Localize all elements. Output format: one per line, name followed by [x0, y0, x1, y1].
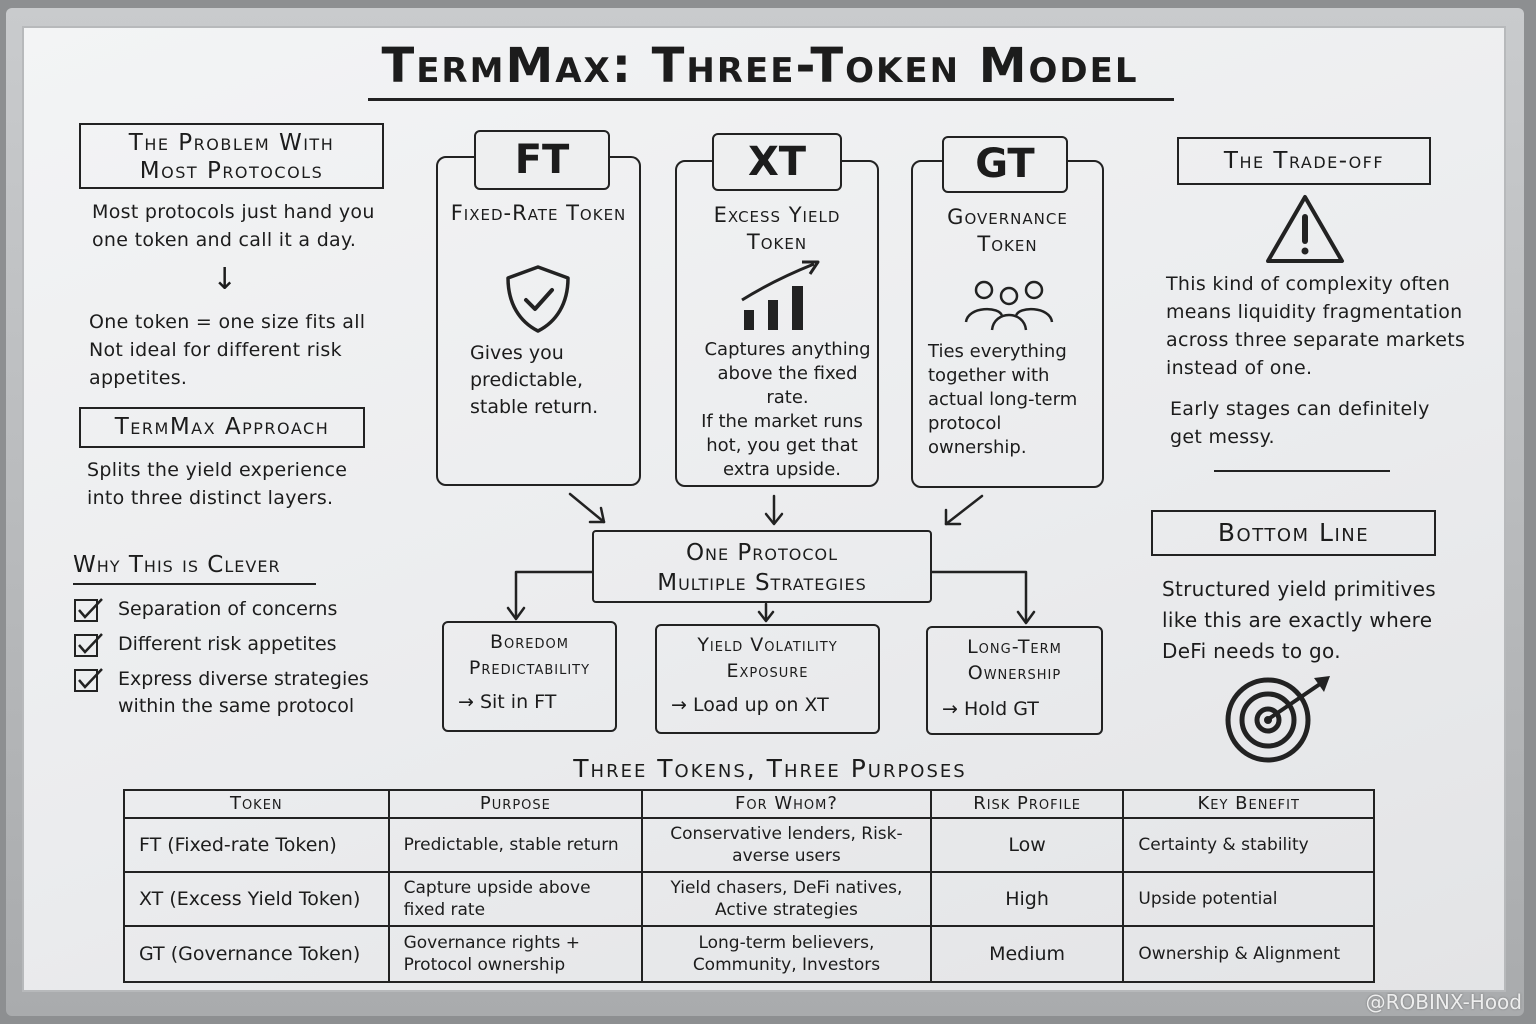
- clever-item-label: Different risk appetites: [118, 633, 337, 655]
- xt-desc: Captures anything above the fixed rate.: [704, 339, 871, 408]
- table-cell: Long-term believers, Community, Investor…: [641, 925, 932, 983]
- problem-text-2: One token = one size fits all Not ideal …: [89, 311, 366, 389]
- clever-item-label: Separation of concerns: [118, 598, 338, 620]
- token-table: Token Purpose For Whom? Risk Profile Key…: [123, 789, 1375, 983]
- strategy-title-2: Exposure: [726, 660, 809, 682]
- strategy-action: → Sit in FT: [458, 691, 557, 713]
- watermark: @ROBINX-Hood: [1365, 990, 1522, 1014]
- table-cell: Certainty & stability: [1122, 817, 1375, 873]
- table-cell: Governance rights + Protocol ownership: [387, 925, 644, 983]
- xt-tag: XT: [712, 133, 842, 191]
- table-cell: High: [929, 871, 1125, 927]
- flow-connectors: [506, 492, 1036, 625]
- gt-desc: Ties everything together with actual lon…: [928, 341, 1078, 458]
- clever-heading: Why This is Clever: [73, 552, 281, 578]
- ft-title: Fixed-Rate Token: [450, 201, 627, 225]
- table-cell: GT (Governance Token): [123, 925, 390, 983]
- checkbox-icon: [74, 598, 103, 622]
- header-for-whom: For Whom?: [641, 789, 932, 819]
- arrow-gt-to-center: [944, 494, 984, 526]
- table-cell: Medium: [929, 925, 1125, 983]
- table-header-row: Token Purpose For Whom? Risk Profile Key…: [123, 789, 1375, 819]
- table-cell: FT (Fixed-rate Token): [123, 817, 390, 873]
- checkbox-icon: [74, 668, 103, 692]
- strategy-action: → Hold GT: [942, 698, 1039, 720]
- header-purpose: Purpose: [387, 789, 644, 819]
- down-arrow-icon: ↓: [212, 262, 238, 297]
- checkbox-icon: [74, 633, 103, 657]
- table-cell: Yield chasers, DeFi natives, Active stra…: [641, 871, 932, 927]
- center-strategy-box: One Protocol Multiple Strategies: [592, 530, 932, 603]
- list-item: Different risk appetites: [74, 631, 384, 658]
- strategy-title: Long-Term: [967, 636, 1062, 658]
- gt-title: Governance Token: [947, 205, 1068, 256]
- table-cell: XT (Excess Yield Token): [123, 871, 390, 927]
- strategy-title-2: Ownership: [967, 662, 1062, 684]
- table-cell: Predictable, stable return: [387, 817, 644, 873]
- warning-triangle-icon: [1266, 195, 1344, 263]
- line-to-boredom: [514, 570, 594, 620]
- people-group-icon: [964, 280, 1054, 331]
- problem-heading-line2: Most Protocols: [139, 158, 324, 184]
- tradeoff-divider: [1214, 470, 1390, 472]
- title-underline: [368, 98, 1174, 101]
- strategy-boredom: Boredom Predictability → Sit in FT: [442, 621, 617, 732]
- center-line1: One Protocol: [685, 540, 839, 566]
- header-risk-profile: Risk Profile: [929, 789, 1125, 819]
- target-dart-icon: [1225, 676, 1330, 763]
- xt-title: Excess Yield Token: [713, 203, 841, 254]
- center-line2: Multiple Strategies: [657, 570, 867, 596]
- header-key-benefit: Key Benefit: [1122, 789, 1375, 819]
- list-item: Separation of concerns: [74, 596, 384, 623]
- tradeoff-heading: The Trade-off: [1177, 137, 1431, 185]
- approach-heading: TermMax Approach: [79, 407, 365, 448]
- clever-item-label: Express diverse strategies within the sa…: [118, 668, 369, 717]
- ft-desc: Gives you predictable, stable return.: [470, 342, 599, 418]
- table-cell: Ownership & Alignment: [1122, 925, 1375, 983]
- line-to-ownership: [930, 570, 1028, 624]
- problem-text: Most protocols just hand you one token a…: [92, 201, 375, 251]
- strategy-title-2: Predictability: [468, 657, 591, 679]
- clever-list: Separation of concerns Different risk ap…: [74, 596, 384, 728]
- arrow-ft-to-center: [568, 492, 606, 524]
- shield-check-icon: [506, 265, 570, 333]
- table-cell: Upside potential: [1122, 871, 1375, 927]
- table-row: GT (Governance Token) Governance rights …: [123, 925, 1375, 983]
- strategy-ownership: Long-Term Ownership → Hold GT: [926, 626, 1103, 735]
- table-cell: Conservative lenders, Risk-averse users: [641, 817, 932, 873]
- strategy-title: Boredom: [490, 631, 569, 653]
- bottom-line-text: Structured yield primitives like this ar…: [1162, 577, 1436, 663]
- strategy-title: Yield Volatility: [697, 634, 838, 656]
- bottom-line-heading: Bottom Line: [1151, 510, 1436, 556]
- strategy-action: → Load up on XT: [671, 694, 829, 716]
- table-title: Three Tokens, Three Purposes: [573, 754, 967, 783]
- table-cell: Low: [929, 817, 1125, 873]
- strategy-volatility: Yield Volatility Exposure → Load up on X…: [655, 624, 880, 734]
- clever-underline: [73, 583, 316, 585]
- page-title: TermMax: Three-Token Model: [381, 38, 1139, 94]
- gt-tag: GT: [942, 136, 1068, 193]
- problem-heading-line1: The Problem With: [128, 130, 335, 156]
- problem-heading: The Problem With Most Protocols: [79, 123, 384, 189]
- table-cell: Capture upside above fixed rate: [387, 871, 644, 927]
- tradeoff-text: This kind of complexity often means liqu…: [1166, 273, 1466, 379]
- tradeoff-text-2: Early stages can definitely get messy.: [1170, 398, 1430, 448]
- ft-tag: FT: [474, 130, 610, 190]
- list-item: Express diverse strategies within the sa…: [74, 666, 384, 720]
- bar-chart-up-icon: [741, 260, 820, 330]
- xt-desc-2: If the market runs hot, you get that ext…: [701, 411, 863, 480]
- approach-text: Splits the yield experience into three d…: [87, 459, 348, 509]
- header-token: Token: [123, 789, 390, 819]
- table-row: FT (Fixed-rate Token) Predictable, stabl…: [123, 817, 1375, 873]
- table-row: XT (Excess Yield Token) Capture upside a…: [123, 871, 1375, 927]
